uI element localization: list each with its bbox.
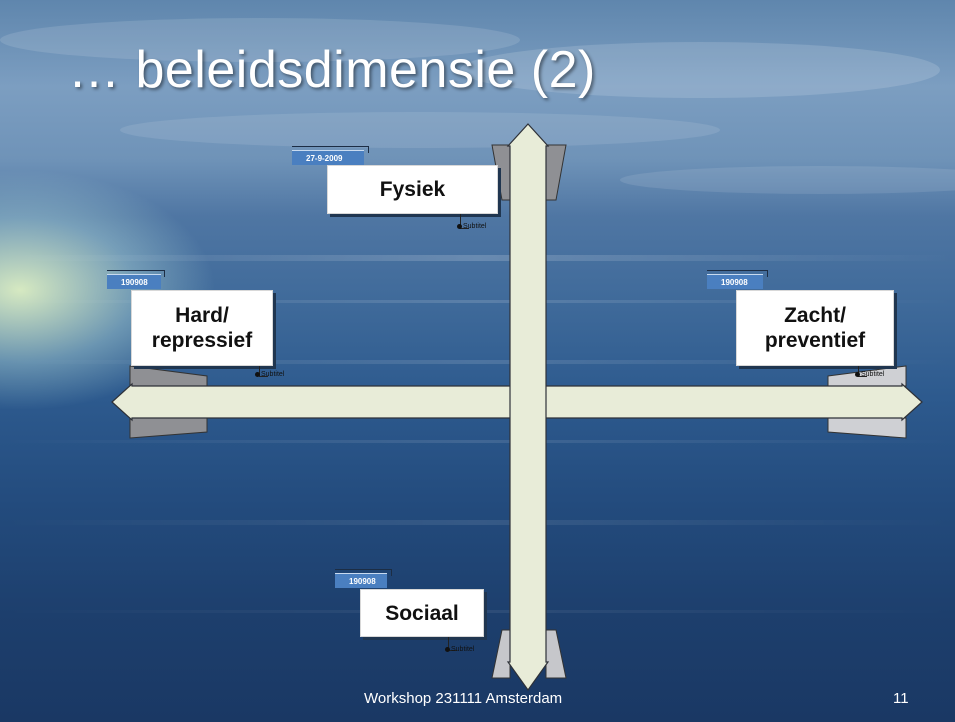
sociaal-subtitle: Subtitel — [445, 646, 474, 653]
zacht-label-line1: Zacht/ — [784, 304, 846, 327]
hard-subtitle: Subtitel — [255, 371, 284, 378]
fysiek-tab-frame — [292, 146, 369, 153]
slide-footer: Workshop 231111 Amsterdam — [364, 690, 563, 707]
zacht-subtitle: Subtitel — [855, 371, 884, 378]
left-fin-upper — [129, 365, 208, 387]
hard-label-line1: Hard/ — [175, 304, 229, 327]
zacht-tab-frame — [707, 270, 768, 277]
zacht-date-tab: 190908 — [707, 274, 763, 289]
bullet-dot-icon — [855, 371, 860, 377]
fysiek-label: Fysiek — [379, 178, 446, 201]
bullet-dot-icon — [457, 223, 462, 229]
hard-label-line2: repressief — [151, 329, 253, 352]
fysiek-box: Fysiek — [327, 165, 498, 214]
hard-date-tab: 190908 — [107, 274, 161, 289]
sociaal-date-tab: 190908 — [335, 573, 387, 588]
bottom-fin-left — [491, 629, 511, 679]
top-fin-right — [545, 144, 567, 201]
slide-title: … beleidsdimensie (2) — [68, 41, 596, 99]
vertical-double-arrow — [506, 123, 550, 692]
sociaal-subtitle-connector — [448, 637, 457, 651]
hard-tab-frame — [107, 270, 165, 277]
fysiek-date-tab: 27-9-2009 — [292, 150, 364, 165]
zacht-subtitle-connector — [858, 366, 867, 377]
sociaal-label: Sociaal — [385, 601, 459, 625]
sociaal-box: Sociaal — [360, 589, 484, 637]
right-fin-lower — [827, 417, 907, 439]
hard-repressief-box: Hard/ repressief — [131, 290, 273, 366]
bullet-dot-icon — [445, 646, 450, 652]
page-number: 11 — [893, 690, 909, 707]
zacht-label-line2: preventief — [764, 329, 866, 352]
hard-subtitle-connector — [259, 366, 268, 377]
fysiek-subtitle-connector — [460, 214, 469, 229]
zacht-preventief-box: Zacht/ preventief — [736, 290, 894, 366]
bottom-fin-right — [545, 629, 567, 679]
bullet-dot-icon — [255, 371, 260, 377]
right-fin-upper — [827, 365, 907, 387]
sociaal-tab-frame — [335, 569, 392, 576]
fysiek-subtitle: Subtitel — [457, 223, 486, 230]
left-fin-lower — [129, 417, 208, 439]
